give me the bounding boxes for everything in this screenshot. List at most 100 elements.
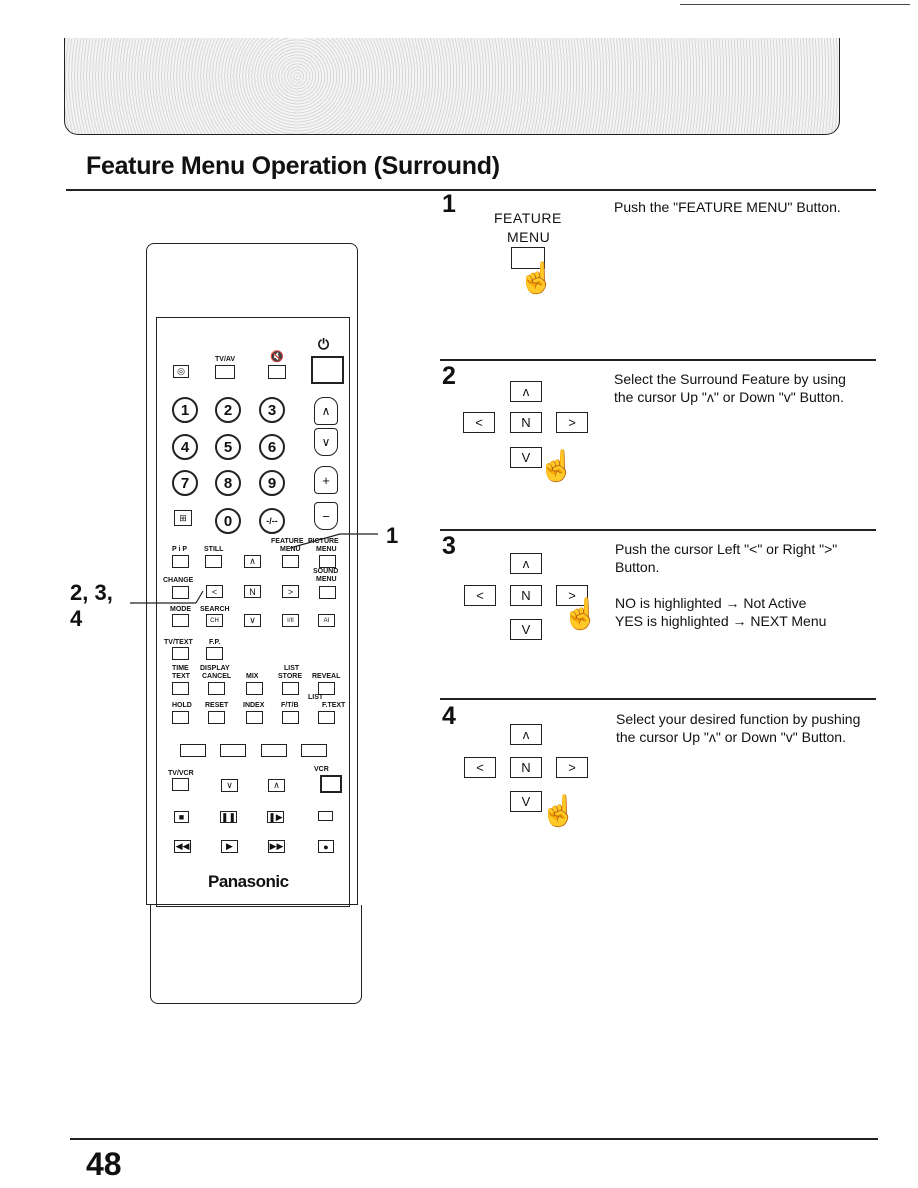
cancel-label: CANCEL [202,673,232,680]
cursor-right-button[interactable]: > [282,585,299,598]
change-label: CHANGE [163,577,194,584]
right-button[interactable]: > [556,757,588,778]
rewind-icon[interactable]: ◀◀ [174,840,191,853]
step-3-note-yes: YES is highlighted → NEXT Menu [615,613,827,629]
list-label-2: LIST [308,694,324,701]
reset-button[interactable] [208,711,225,724]
vcr-down-button[interactable]: ∨ [221,779,238,792]
number-3-button[interactable]: 3 [259,397,285,423]
down-button[interactable]: V [510,447,542,468]
number-4-button[interactable]: 4 [172,434,198,460]
step-2-text: Select the Surround Feature by using the… [614,371,846,405]
tvtext-label: TV/TEXT [164,639,193,646]
center-button[interactable]: N [510,585,542,606]
fp-button[interactable] [206,647,223,660]
vcr-power-button[interactable] [320,775,342,793]
center-button[interactable]: N [510,757,542,778]
index-button[interactable] [246,711,263,724]
right-button[interactable]: > [556,412,588,433]
display-label: DISPLAY [200,665,230,672]
tvtext-button[interactable] [172,647,189,660]
cancel-button[interactable] [208,682,225,695]
slow-button[interactable]: ❚▶ [267,811,284,823]
left-button[interactable]: < [464,585,496,606]
power-button[interactable] [311,356,344,384]
fastext-blue-button[interactable] [301,744,327,757]
store-button[interactable] [282,682,299,695]
sleep-button[interactable]: ◎ [173,365,189,378]
number-2-button[interactable]: 2 [215,397,241,423]
number-6-button[interactable]: 6 [259,434,285,460]
fastext-green-button[interactable] [220,744,246,757]
picture-menu-button[interactable] [319,555,336,568]
channel-up-button[interactable]: ∧ [314,397,338,425]
down-button[interactable]: V [510,619,542,640]
number-0-button[interactable]: 0 [215,508,241,534]
stereo-button[interactable]: I/II [282,614,299,627]
fastext-yellow-button[interactable] [261,744,287,757]
ftb-label: F/T/B [281,702,299,709]
down-button[interactable]: V [510,791,542,812]
number-7-button[interactable]: 7 [172,470,198,496]
pip-button[interactable] [172,555,189,568]
fast-forward-icon[interactable]: ▶▶ [268,840,285,853]
cursor-up-button[interactable]: ∧ [244,555,261,568]
mode-label: MODE [170,606,191,613]
vcr-up-button[interactable]: ∧ [268,779,285,792]
dash-button[interactable]: -/-- [259,508,285,534]
up-button[interactable]: ʌ [510,553,542,574]
up-button[interactable]: ʌ [510,381,542,402]
channel-down-button[interactable]: ∨ [314,428,338,456]
number-5-button[interactable]: 5 [215,434,241,460]
remote-control-bottom [150,905,362,1004]
fastext-red-button[interactable] [180,744,206,757]
stop-button[interactable]: ■ [174,811,189,823]
tvav-button[interactable] [215,365,235,379]
feature-menu-button[interactable] [511,247,545,269]
power-icon: ⏻ [318,336,330,352]
mute-button[interactable] [268,365,286,379]
ai-button[interactable]: AI [318,614,335,627]
cursor-down-button[interactable]: ∨ [244,614,261,627]
step-4-number: 4 [442,702,456,730]
picture-menu-label: MENU [316,546,337,553]
number-9-button[interactable]: 9 [259,470,285,496]
eject-button[interactable] [318,811,333,821]
step-1-text: Push the "FEATURE MENU" Button. [614,199,841,215]
change-button[interactable] [172,586,189,599]
ch-search-button[interactable]: CH [206,614,223,627]
still-label: STILL [204,546,224,553]
mix-button[interactable] [246,682,263,695]
ftb-button[interactable] [282,711,299,724]
volume-up-button[interactable]: + [314,466,338,494]
cursor-left-button[interactable]: < [206,585,223,598]
input-button[interactable]: ⊞ [174,510,192,526]
reveal-button[interactable] [318,682,335,695]
sound-menu-button[interactable] [319,586,336,599]
up-button[interactable]: ʌ [510,724,542,745]
step-3-note-no: NO is highlighted → Not Active [615,595,807,611]
tvvcr-button[interactable] [172,778,189,791]
number-8-button[interactable]: 8 [215,470,241,496]
feature-menu-button[interactable] [282,555,299,568]
volume-down-button[interactable]: − [314,502,338,530]
text-button[interactable] [172,682,189,695]
record-icon[interactable]: ● [318,840,334,853]
hold-button[interactable] [172,711,189,724]
step-4-text: Select your desired function by pushing … [616,711,861,745]
pip-label: P i P [172,546,188,553]
play-icon[interactable]: ▶ [221,840,238,853]
ftext-button[interactable] [318,711,335,724]
number-1-button[interactable]: 1 [172,397,198,423]
left-button[interactable]: < [463,412,495,433]
pause-icon[interactable]: ❚❚ [220,811,237,823]
left-button[interactable]: < [464,757,496,778]
mode-button[interactable] [172,614,189,627]
reset-label: RESET [205,702,229,709]
right-button[interactable]: > [556,585,588,606]
still-button[interactable] [205,555,222,568]
step-3-number: 3 [442,532,456,560]
cursor-n-button[interactable]: N [244,585,261,598]
ftext-label: F.TEXT [322,702,346,709]
center-button[interactable]: N [510,412,542,433]
